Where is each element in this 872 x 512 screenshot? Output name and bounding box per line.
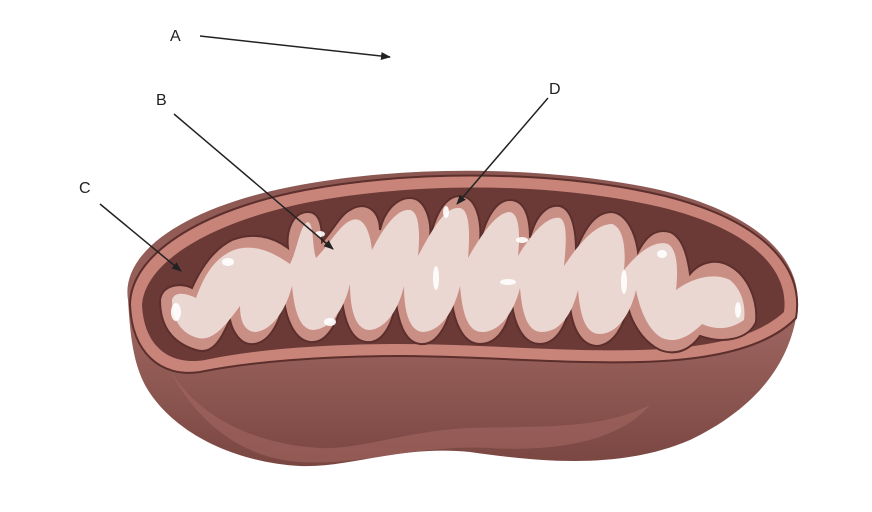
label-d: D — [549, 81, 561, 98]
arrow-b — [173, 113, 334, 250]
label-a: A — [170, 28, 181, 45]
arrow-a — [199, 35, 391, 60]
label-c: C — [79, 180, 91, 197]
label-b: B — [156, 92, 167, 109]
matrix-highlights — [171, 206, 741, 326]
shell-highlight — [170, 370, 650, 463]
matrix — [172, 207, 745, 341]
arrow-c — [99, 203, 182, 272]
arrow-d — [456, 97, 549, 205]
